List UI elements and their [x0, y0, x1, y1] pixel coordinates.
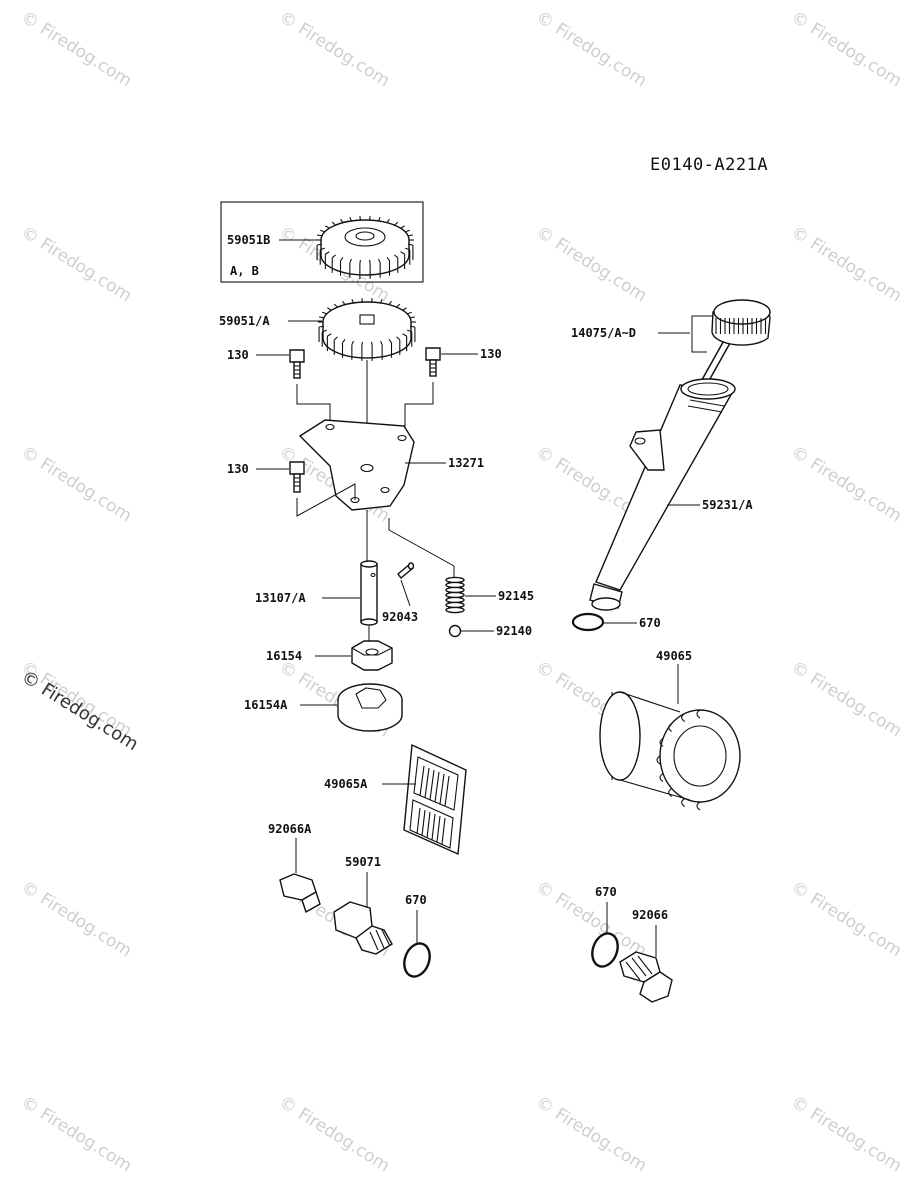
leader-bolt-mid-hole [296, 483, 356, 517]
spring-92145[interactable] [445, 576, 465, 614]
label-inner-rotor: 16154 [266, 649, 302, 663]
dipstick-14075[interactable] [696, 299, 771, 392]
label-screen: 49065A [324, 777, 368, 791]
oring-670-right[interactable] [588, 930, 622, 970]
label-oring-left: 670 [405, 893, 427, 907]
label-gear-b: 59051B [227, 233, 270, 247]
label-dipstick: 14075/A~D [571, 326, 636, 340]
watermark-text: © Firedog.com [787, 7, 905, 91]
gear-59051a[interactable] [318, 298, 416, 361]
watermark-text: © Firedog.com [787, 877, 905, 961]
watermark-text: © Firedog.com [17, 877, 135, 961]
bolt-130-mid-left[interactable] [289, 461, 305, 493]
label-gear-a: 59051/A [219, 314, 270, 328]
label-fitting: 59071 [345, 855, 381, 869]
side-watermark: © Firedog.com [17, 666, 142, 755]
watermark-text: © Firedog.com [17, 1092, 135, 1176]
plug-92066[interactable] [619, 951, 673, 1003]
watermark-text: © Firedog.com [275, 7, 393, 91]
filler-tube-59231a[interactable] [589, 378, 736, 611]
label-plate: 13271 [448, 456, 484, 470]
pin-92043[interactable] [397, 562, 415, 580]
watermark-text: © Firedog.com [787, 1092, 905, 1176]
label-oring-tube: 670 [639, 616, 661, 630]
oil-screen-49065a[interactable] [403, 743, 467, 856]
leader-dipstick-bracket [691, 315, 712, 353]
watermark-text: © Firedog.com [532, 1092, 650, 1176]
gear-b-box [220, 201, 424, 283]
shaft-13107a[interactable] [360, 560, 378, 626]
bolt-130-top-left[interactable] [289, 349, 305, 379]
leader-bolt-left-top-hole [296, 384, 331, 425]
inner-rotor-16154[interactable] [351, 640, 393, 671]
watermark-text: © Firedog.com [787, 442, 905, 526]
bolt-130-top-right[interactable] [425, 347, 441, 377]
label-gear-b-note: A, B [230, 264, 259, 278]
outer-rotor-16154a[interactable] [337, 683, 403, 732]
label-spring: 92145 [498, 589, 534, 603]
watermark-text: © Firedog.com [17, 222, 135, 306]
leader-plate-spring [388, 518, 455, 578]
watermark-text: © Firedog.com [17, 7, 135, 91]
watermark-text: © Firedog.com [532, 7, 650, 91]
oring-670-tube[interactable] [571, 612, 605, 632]
label-ball: 92140 [496, 624, 532, 638]
leader-bolt-right-top-hole [404, 382, 434, 432]
label-bolt-left-mid: 130 [227, 462, 249, 476]
label-bolt-right-top: 130 [480, 347, 502, 361]
watermark-text: © Firedog.com [275, 1092, 393, 1176]
ball-92140[interactable] [448, 624, 462, 638]
watermark-text: © Firedog.com [787, 222, 905, 306]
oring-670-left[interactable] [400, 940, 434, 980]
label-bolt-left-top: 130 [227, 348, 249, 362]
watermark-text: © Firedog.com [532, 222, 650, 306]
label-plug-a: 92066A [268, 822, 312, 836]
label-oil-filter: 49065 [656, 649, 692, 663]
fitting-59071[interactable] [333, 901, 393, 955]
label-shaft: 13107/A [255, 591, 306, 605]
plug-92066a[interactable] [279, 873, 321, 914]
leader-pin [400, 579, 411, 607]
diagram-code: E0140-A221A [650, 155, 768, 175]
label-filler-tube: 59231/A [702, 498, 753, 512]
label-plug-b: 92066 [632, 908, 668, 922]
oil-filter-49065[interactable] [599, 691, 741, 811]
label-outer-rotor: 16154A [244, 698, 288, 712]
gear-59051b[interactable] [316, 216, 414, 279]
watermark-text: © Firedog.com [17, 442, 135, 526]
label-pin: 92043 [382, 610, 418, 624]
watermark-text: © Firedog.com [787, 657, 905, 741]
pump-plate-13271[interactable] [298, 419, 415, 511]
label-oring-right: 670 [595, 885, 617, 899]
